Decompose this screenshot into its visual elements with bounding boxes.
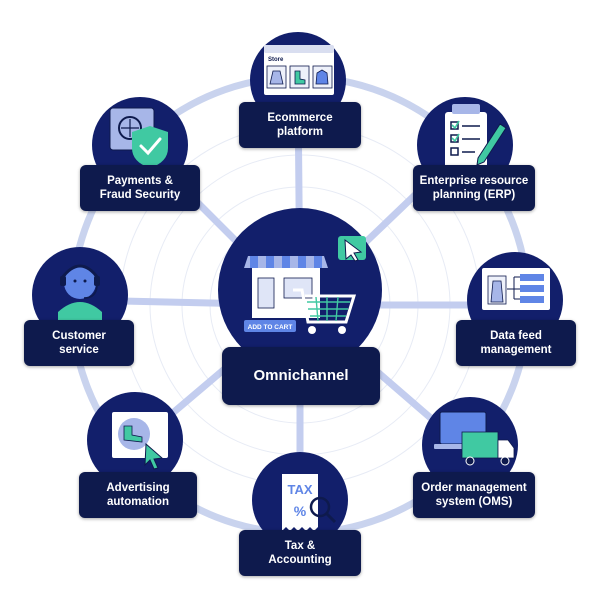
tax-receipt-icon: TAX %	[282, 474, 337, 531]
tax-label: Tax & Accounting	[239, 530, 361, 576]
add-to-cart-button: ADD TO CART	[244, 320, 296, 332]
ecommerce-label: Ecommerce platform	[239, 102, 361, 148]
erp-label: Enterprise resource planning (ERP)	[413, 165, 535, 211]
clipboard-icon	[445, 104, 507, 168]
data-feed-label: Data feed management	[456, 320, 576, 366]
laptop-truck-icon	[434, 411, 515, 466]
advertising-icon	[112, 412, 168, 470]
omnichannel-label: Omnichannel	[222, 347, 380, 405]
customer-service-label: Customer service	[24, 320, 134, 366]
payments-label: Payments & Fraud Security	[80, 165, 200, 211]
customer-service-icon	[58, 264, 102, 322]
advertising-label: Advertising automation	[79, 472, 197, 518]
safe-shield-icon	[109, 107, 168, 168]
oms-label: Order management system (OMS)	[413, 472, 535, 518]
data-feed-icon	[482, 268, 550, 310]
tax-label-text: TAX	[287, 482, 312, 497]
cursor-icon	[338, 236, 366, 262]
shopping-cart-icon	[293, 288, 357, 334]
add-to-cart-label: ADD TO CART	[248, 324, 293, 331]
percent-label-text: %	[294, 503, 307, 519]
storefront-icon	[244, 256, 328, 318]
store-browser-icon: Store	[264, 45, 334, 95]
store-title-text: Store	[268, 57, 284, 63]
